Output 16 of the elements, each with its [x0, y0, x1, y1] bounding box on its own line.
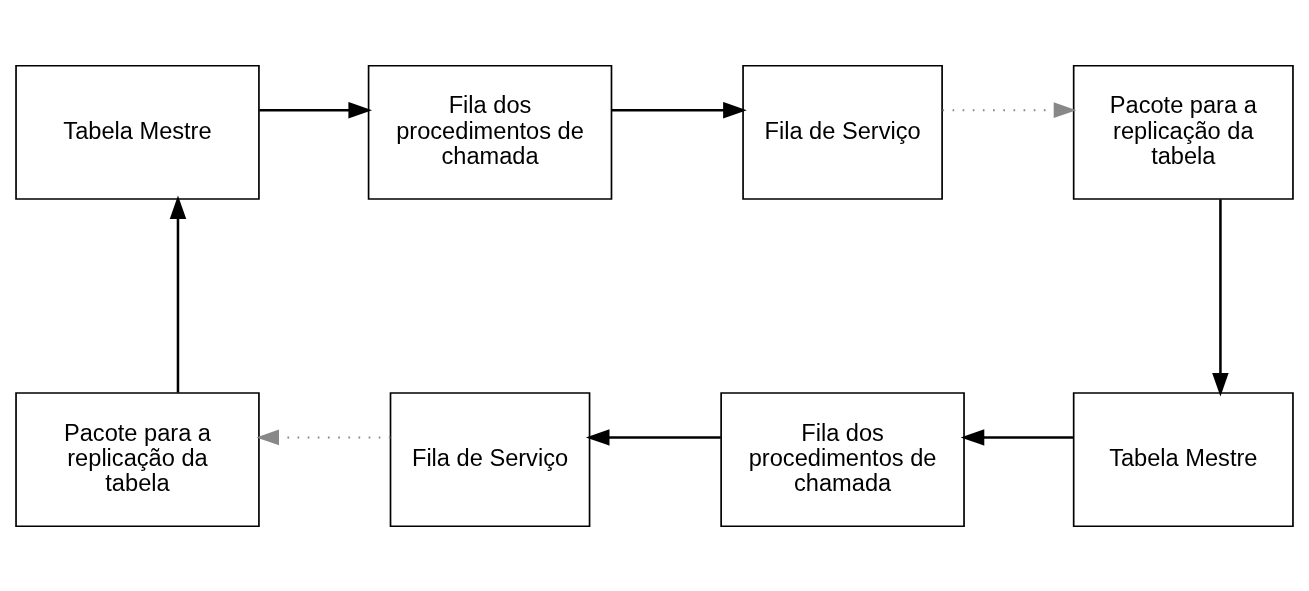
arrow: [259, 101, 373, 118]
arrow: [256, 429, 391, 445]
arrow: [1212, 198, 1229, 397]
arrow: [942, 101, 1077, 118]
arrow: [960, 428, 1074, 446]
node-box: Tabela Mestre: [1072, 391, 1294, 527]
node-box: Fila de Serviço: [742, 64, 943, 200]
node-box: Fila dos procedimentos de chamada: [367, 64, 613, 200]
arrow: [585, 428, 721, 446]
node-box: Tabela Mestre: [15, 64, 260, 200]
arrow: [611, 101, 747, 118]
node-box: Pacote para a replicação da tabela: [15, 391, 260, 527]
arrow: [169, 194, 187, 393]
node-box: Pacote para a replicação da tabela: [1072, 64, 1294, 200]
node-box: Fila de Serviço: [389, 391, 591, 527]
node-box: Fila dos procedimentos de chamada: [720, 391, 965, 527]
